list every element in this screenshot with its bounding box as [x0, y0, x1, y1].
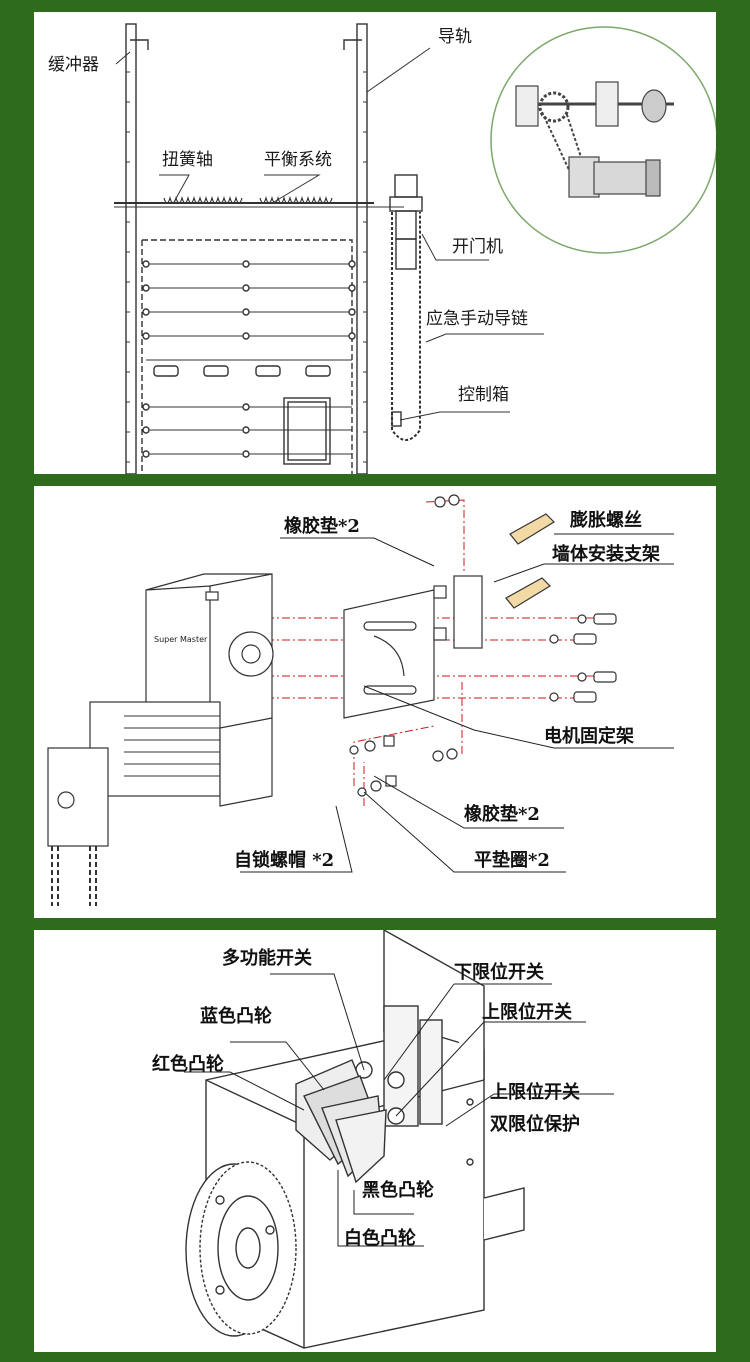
emergency-chain-line [391, 212, 421, 441]
blue-cam-label: 蓝色凸轮 [200, 1005, 272, 1027]
upper-limit-switch-1-label: 上限位开关 [482, 1001, 572, 1023]
balance-system-label: 平衡系统 [264, 150, 332, 170]
wicket-door [283, 397, 331, 465]
slat-bolts [142, 260, 356, 458]
cam-stack [295, 1059, 387, 1184]
wall-bracket-plate [453, 575, 483, 649]
drive-pulley [185, 1161, 297, 1337]
motor-bracket [343, 589, 435, 719]
motor-end-cap [47, 747, 109, 847]
divider-2 [34, 918, 716, 930]
brand-text: Super Master [154, 635, 208, 644]
emergency-chain-label: 应急手动导链 [426, 309, 528, 329]
red-cam-label: 红色凸轮 [152, 1053, 224, 1075]
motor-body [89, 701, 221, 797]
limit-switch-diagram: 多功能开关 下限位开关 蓝色凸轮 上限位开关 红色凸轮 上限位开关 双限位保护 … [152, 930, 614, 1349]
rubber-pad-bottom-label: 橡胶垫*2 [464, 803, 540, 825]
door-opener-label: 开门机 [452, 237, 503, 257]
right-guide-rail [356, 23, 368, 474]
lock-nut-label: 自锁螺帽 *2 [234, 849, 334, 871]
guide-rail-label: 导轨 [438, 27, 472, 47]
opener-inset [490, 26, 716, 254]
wall-bracket-label: 墙体安装支架 [552, 543, 660, 565]
vent-windows [153, 365, 331, 377]
motor-mount-diagram: Super Master 橡胶垫*2 膨胀螺丝 墙体安装支架 电机固定架 橡胶垫… [47, 494, 674, 906]
limit-switch-panel: 多功能开关 下限位开关 蓝色凸轮 上限位开关 红色凸轮 上限位开关 双限位保护 … [34, 930, 716, 1352]
multi-function-switch-label: 多功能开关 [222, 947, 312, 969]
bolts [549, 613, 617, 703]
dual-limit-protection-label: 双限位保护 [490, 1113, 580, 1135]
control-box-label: 控制箱 [458, 385, 509, 405]
limit-switch-blocks [355, 1005, 443, 1127]
black-cam-label: 黑色凸轮 [362, 1179, 434, 1201]
assembly-leaders [234, 499, 614, 806]
left-buffer-hook [130, 39, 149, 50]
white-cam-label: 白色凸轮 [344, 1227, 416, 1249]
housing-back-plate [383, 930, 485, 1080]
control-box-shape [391, 411, 402, 427]
sheet: 缓冲器 导轨 扭簧轴 平衡系统 开门机 应急手动导链 控制箱 [34, 12, 716, 1352]
flat-washer-label: 平垫圈*2 [474, 849, 550, 871]
door-slats [146, 263, 352, 455]
motor-fins [124, 715, 220, 777]
rubber-pad-top-label: 橡胶垫*2 [284, 515, 360, 537]
rail-holes [126, 71, 367, 463]
lower-limit-switch-label: 下限位开关 [454, 961, 544, 983]
door-system-diagram: 缓冲器 导轨 扭簧轴 平衡系统 开门机 应急手动导链 控制箱 [48, 23, 716, 474]
door-opener-top [394, 174, 418, 198]
motor-bracket-label: 电机固定架 [544, 725, 634, 747]
chain-links [51, 846, 97, 906]
buffer-label: 缓冲器 [48, 55, 99, 75]
right-buffer-hook [343, 39, 362, 50]
mount-foot [483, 1187, 525, 1241]
door-outline [142, 239, 353, 474]
motor-mount-panel: Super Master 橡胶垫*2 膨胀螺丝 墙体安装支架 电机固定架 橡胶垫… [34, 486, 716, 918]
left-guide-rail [125, 23, 137, 474]
upper-limit-switch-2-label: 上限位开关 [490, 1081, 580, 1103]
expansion-screws [505, 513, 555, 609]
nuts-washers [349, 494, 460, 797]
torsion-shaft-label: 扭簧轴 [162, 150, 213, 170]
door-system-panel: 缓冲器 导轨 扭簧轴 平衡系统 开门机 应急手动导链 控制箱 [34, 12, 716, 474]
motor-cap [205, 591, 219, 601]
expansion-screw-label: 膨胀螺丝 [569, 509, 642, 531]
door-opener-body [395, 210, 417, 240]
divider-1 [34, 474, 716, 486]
torsion-spring [163, 195, 333, 204]
